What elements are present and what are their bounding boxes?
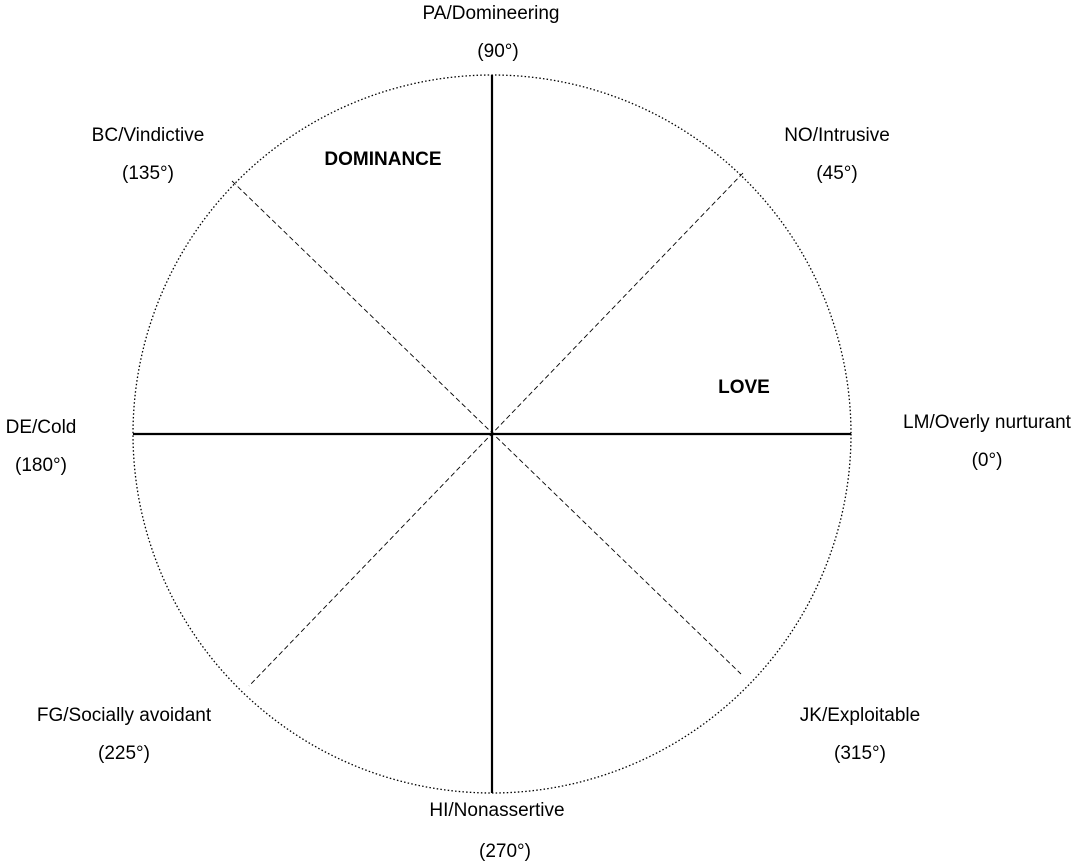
octant-bc-label: BC/Vindictive [92,125,205,146]
diagonal-divider-45-225 [248,172,744,687]
octant-no-angle: (45°) [816,163,857,184]
octant-pa-label: PA/Domineering [423,3,560,24]
octant-lm-label: LM/Overly nurturant [903,412,1072,433]
octant-lm-angle: (0°) [972,450,1003,471]
octant-de-label: DE/Cold [6,417,77,438]
diagonal-divider-135-315 [231,180,742,675]
octant-hi-angle: (270°) [479,841,531,862]
octant-bc-angle: (135°) [122,163,174,184]
love-axis-label: LOVE [718,377,770,398]
octant-fg-label: FG/Socially avoidant [37,705,212,726]
dominance-axis-label: DOMINANCE [324,149,441,170]
octant-no-label: NO/Intrusive [784,125,890,146]
octant-jk-label: JK/Exploitable [800,705,920,726]
octant-pa-angle: (90°) [477,41,518,62]
octant-hi-label: HI/Nonassertive [429,800,564,821]
octant-fg-angle: (225°) [98,743,150,764]
octant-jk-angle: (315°) [834,743,886,764]
octant-de-angle: (180°) [15,455,67,476]
